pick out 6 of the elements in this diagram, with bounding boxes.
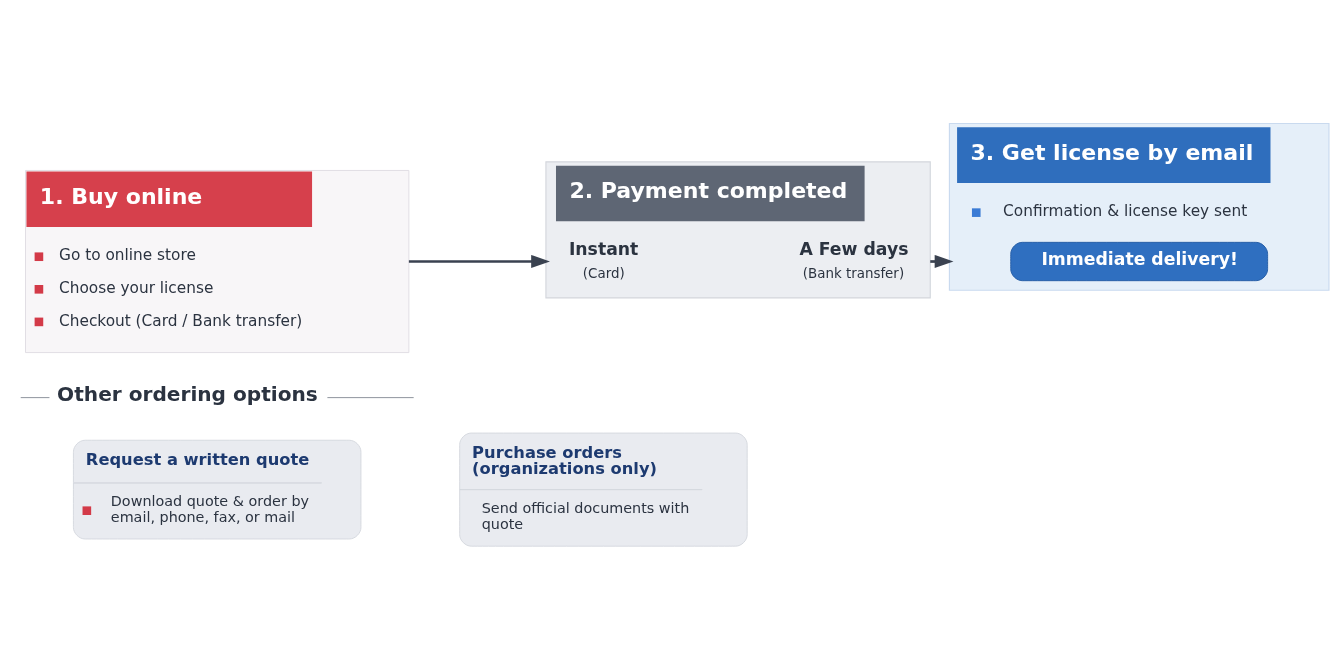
node-text: A Few days (Bank transfer) [799, 239, 909, 281]
arrow [408, 254, 550, 269]
node-box: Immediate delivery! [1010, 241, 1269, 282]
node-text: Instant (Card) [568, 239, 639, 281]
label: Other ordering options [57, 382, 318, 407]
arrow [930, 254, 954, 269]
